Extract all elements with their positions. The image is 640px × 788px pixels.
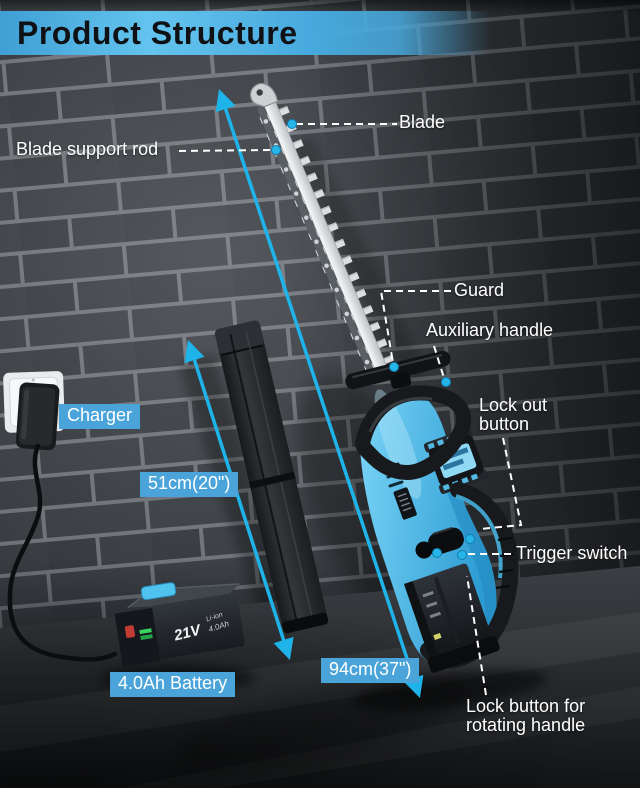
charger-cable [7, 443, 118, 662]
battery-voltage-text: 21V [171, 621, 204, 645]
battery-latch-button [140, 582, 177, 601]
floor-battery: 21V Li-ion 4.0Ah [114, 582, 245, 667]
title-banner: Product Structure [0, 11, 500, 55]
label-lock-out-button: Lock out button [479, 395, 548, 435]
label-trigger-switch: Trigger switch [516, 543, 628, 563]
badge-length-51cm: 51cm(20") [140, 472, 239, 497]
label-auxiliary-handle: Auxiliary handle [426, 320, 554, 340]
leader-auxiliary-handle [433, 345, 445, 379]
label-guard: Guard [454, 280, 505, 300]
leader-lock-out-button [479, 437, 523, 530]
rear-handle-accent [455, 494, 503, 579]
charger-unit [15, 382, 60, 451]
leader-blade-support-rod [178, 149, 272, 152]
label-lock-button-rotating-handle: Lock button for rotating handle [466, 696, 586, 736]
leader-lock-button-rotating [466, 575, 487, 696]
callout-leader-lines [178, 123, 523, 696]
badge-charger: Charger [59, 404, 141, 429]
badge-length-94cm: 94cm(37") [321, 658, 420, 683]
label-blade-support-rod: Blade support rod [16, 139, 159, 159]
badge-battery: 4.0Ah Battery [110, 672, 236, 697]
battery-chemistry-text: Li-ion [205, 611, 224, 623]
battery-led-indicator [139, 628, 152, 635]
label-blade: Blade [399, 112, 446, 132]
page-title: Product Structure [17, 15, 298, 51]
callout-dots [271, 119, 475, 560]
measurement-line-94cm [215, 89, 424, 698]
tool-body-shading [444, 452, 497, 659]
battery-check-button [124, 625, 136, 638]
